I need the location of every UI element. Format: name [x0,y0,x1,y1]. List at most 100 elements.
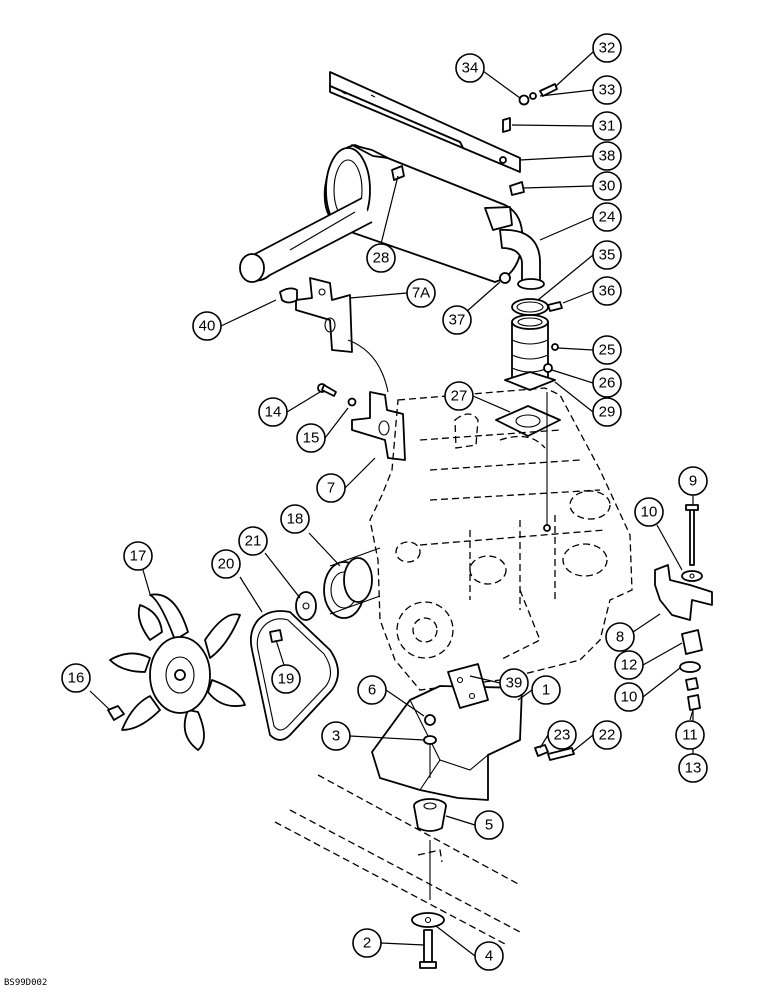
callout-19: 19 [271,664,301,694]
callout-30: 30 [592,171,622,201]
fan [107,593,246,751]
callout-24: 24 [592,202,622,232]
callout-34: 34 [455,53,485,83]
exhaust-gasket [495,405,561,437]
leader-lines [89,51,694,957]
svg-text:16: 16 [68,670,85,687]
callout-9: 9 [678,466,708,496]
svg-text:10: 10 [621,689,638,706]
svg-text:39: 39 [506,675,523,692]
callout-10-lower: 10 [614,682,644,712]
callout-23: 23 [547,720,577,750]
callout-7: 7 [316,473,346,503]
callout-36: 36 [592,276,622,306]
callout-17: 17 [123,541,153,571]
isolator [413,798,447,900]
callout-40: 40 [192,311,222,341]
svg-text:11: 11 [682,727,698,744]
svg-text:20: 20 [218,556,235,573]
engine-block [369,387,633,691]
svg-text:24: 24 [599,209,616,226]
bracket-7 [317,383,406,461]
svg-text:31: 31 [599,118,616,135]
callout-15: 15 [296,423,326,453]
callout-2: 2 [352,928,382,958]
callout-11: 11 [675,720,705,750]
svg-text:25: 25 [599,342,616,359]
svg-text:15: 15 [303,430,320,447]
callout-21: 21 [238,526,268,556]
svg-text:32: 32 [599,40,616,57]
svg-text:18: 18 [287,511,304,528]
callout-26: 26 [592,368,622,398]
callout-5: 5 [474,810,504,840]
muffler-mounting-bracket [329,71,521,173]
callout-1: 1 [531,675,561,705]
exhaust-clamp [511,298,563,316]
svg-text:19: 19 [278,671,295,688]
svg-text:1: 1 [542,682,550,699]
callout-16: 16 [61,663,91,693]
svg-text:40: 40 [199,318,216,335]
callout-25: 25 [592,335,622,365]
svg-text:23: 23 [554,727,571,744]
engine-mount-bracket [371,663,575,801]
mount-bolt-washer [411,912,445,969]
svg-text:33: 33 [599,82,616,99]
svg-text:28: 28 [373,250,390,267]
svg-text:4: 4 [485,948,493,965]
right-mount [654,504,713,711]
svg-text:2: 2 [363,935,371,952]
fan-pulley [295,547,381,621]
svg-text:35: 35 [599,247,616,264]
callout-10-upper: 10 [634,497,664,527]
svg-text:7: 7 [327,480,335,497]
callout-8: 8 [605,622,635,652]
muffler [239,144,545,290]
callout-28: 28 [366,243,396,273]
callout-32: 32 [592,33,622,63]
svg-text:36: 36 [599,283,616,300]
svg-text:5: 5 [485,817,493,834]
svg-text:22: 22 [599,727,616,744]
svg-text:21: 21 [245,533,262,550]
callout-20: 20 [211,549,241,579]
svg-text:10: 10 [641,504,658,521]
svg-text:13: 13 [685,760,702,777]
exhaust-pipe [504,314,559,391]
frame-rail [274,774,521,945]
svg-text:17: 17 [130,548,147,565]
callout-29: 29 [592,397,622,427]
svg-text:12: 12 [621,657,638,674]
callout-4: 4 [474,941,504,971]
callout-39: 39 [499,668,529,698]
callout-14: 14 [258,397,288,427]
svg-text:8: 8 [616,629,624,646]
svg-text:34: 34 [462,60,479,77]
svg-text:6: 6 [368,682,376,699]
callout-7A: 7A [406,278,436,308]
callout-12: 12 [614,650,644,680]
svg-text:3: 3 [332,728,340,745]
svg-text:9: 9 [689,473,697,490]
svg-text:30: 30 [599,178,616,195]
callout-22: 22 [592,720,622,750]
callout-31: 31 [592,111,622,141]
callout-27: 27 [444,381,474,411]
callout-13: 13 [678,753,708,783]
svg-text:26: 26 [599,375,616,392]
svg-text:14: 14 [265,404,282,421]
svg-text:29: 29 [599,404,616,421]
callout-6: 6 [357,675,387,705]
callout-35: 35 [592,240,622,270]
callout-3: 3 [321,721,351,751]
bracket-7A [279,277,389,393]
svg-text:27: 27 [451,388,468,405]
callout-18: 18 [280,504,310,534]
svg-text:38: 38 [599,148,616,165]
callout-33: 33 [592,75,622,105]
muffler-hardware [499,83,558,284]
svg-text:7A: 7A [412,285,430,302]
callout-37: 37 [442,305,472,335]
